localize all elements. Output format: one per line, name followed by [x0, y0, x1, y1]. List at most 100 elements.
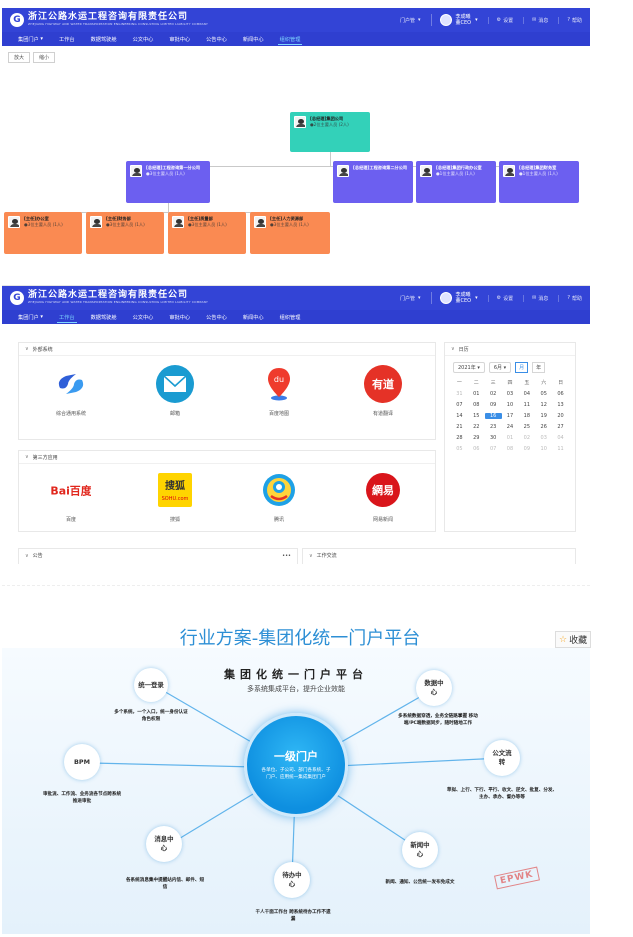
- calendar-day[interactable]: 30: [489, 435, 497, 441]
- calendar-day[interactable]: 10: [540, 446, 547, 452]
- user-menu[interactable]: 李成曦董CEO ▾: [430, 292, 478, 304]
- more-icon[interactable]: •••: [282, 552, 291, 559]
- calendar-day[interactable]: 01: [506, 435, 514, 441]
- chevron-down-icon[interactable]: ∨: [451, 346, 455, 352]
- calendar-day[interactable]: 15: [473, 413, 480, 419]
- year-view-button[interactable]: 年: [532, 362, 546, 373]
- calendar-day[interactable]: 29: [473, 435, 480, 441]
- user-menu[interactable]: 李成曦董CEO ▾: [430, 14, 478, 26]
- org-node-branch-2[interactable]: [总经理]工程咨询第二分公司: [333, 161, 413, 203]
- org-node-finance-dept[interactable]: [主任]财务部 ●3位主要人员 (1人): [86, 212, 164, 254]
- nav-notice-center[interactable]: 公告中心: [206, 36, 227, 43]
- month-select[interactable]: 6月 ▾: [488, 362, 512, 373]
- year-select[interactable]: 2021年 ▾: [453, 362, 485, 373]
- org-node-root[interactable]: [总经理]集团公司 ●2位主要人员 (2人): [290, 112, 370, 152]
- calendar-day[interactable]: 25: [523, 424, 531, 430]
- settings-button[interactable]: ⚙设置: [487, 16, 513, 24]
- chevron-down-icon[interactable]: ∨: [309, 552, 313, 559]
- calendar-day[interactable]: 09: [523, 446, 531, 452]
- company-logo[interactable]: G 浙江公路水运工程咨询有限责任公司 ZHEJIANG HIGHWAY AND …: [10, 291, 208, 305]
- nav-notice-center[interactable]: 公告中心: [206, 314, 227, 321]
- calendar-day[interactable]: 18: [523, 413, 531, 419]
- message-button[interactable]: ✉消息: [523, 294, 548, 302]
- calendar-day[interactable]: 10: [506, 402, 514, 408]
- org-node-office[interactable]: [主任]办公室 ●3位主要人员 (1人): [4, 212, 82, 254]
- zoom-out-button[interactable]: 缩小: [33, 52, 56, 63]
- nav-group-portal[interactable]: 集团门户 ▾: [18, 314, 44, 321]
- calendar-day[interactable]: 16: [484, 413, 502, 419]
- calendar-day[interactable]: 11: [523, 402, 531, 408]
- portal-select[interactable]: 门户管▾: [399, 17, 421, 24]
- calendar-day[interactable]: 09: [489, 402, 497, 408]
- calendar-day[interactable]: 28: [456, 435, 463, 441]
- calendar-day[interactable]: 22: [473, 424, 480, 430]
- nav-news-center[interactable]: 新闻中心: [242, 36, 264, 43]
- calendar-day[interactable]: 04: [557, 435, 564, 441]
- app-mail[interactable]: 邮箱: [135, 364, 215, 417]
- calendar-day[interactable]: 03: [540, 435, 547, 441]
- nav-data-cockpit[interactable]: 数据驾驶舱: [90, 36, 117, 43]
- org-node-branch-1[interactable]: [总经理]工程咨询第一分公司 ●3位主要人员 (1人): [126, 161, 210, 203]
- help-button[interactable]: ?帮助: [558, 16, 582, 24]
- app-youdao[interactable]: 有道 有道翻译: [343, 364, 423, 417]
- org-node-finance[interactable]: [总经理]集团财务室 ●1位主要人员 (1人): [499, 161, 579, 203]
- nav-approval-center[interactable]: 审批中心: [169, 36, 191, 43]
- app-baidu-map[interactable]: du 百度地图: [239, 364, 319, 417]
- company-logo[interactable]: G 浙江公路水运工程咨询有限责任公司 ZHEJIANG HIGHWAY AND …: [10, 13, 208, 27]
- calendar-day[interactable]: 27: [557, 424, 564, 430]
- calendar-day[interactable]: 23: [489, 424, 497, 430]
- calendar-day[interactable]: 12: [540, 402, 547, 408]
- favorite-button[interactable]: ☆收藏: [555, 631, 592, 648]
- zoom-in-button[interactable]: 放大: [8, 52, 31, 63]
- org-node-admin-office[interactable]: [总经理]集团行政办公室 ●1位主要人员 (1人): [416, 161, 496, 203]
- chevron-down-icon[interactable]: ∨: [25, 552, 29, 559]
- calendar-day[interactable]: 05: [540, 391, 547, 397]
- calendar-day[interactable]: 02: [523, 435, 531, 441]
- app-baidu[interactable]: Bai百度 百度: [31, 470, 111, 523]
- nav-workbench[interactable]: 工作台: [59, 36, 75, 43]
- calendar-day[interactable]: 21: [456, 424, 463, 430]
- nav-org-management[interactable]: 组织管理: [279, 314, 301, 321]
- calendar-day[interactable]: 01: [473, 391, 480, 397]
- calendar-day[interactable]: 17: [506, 413, 514, 419]
- calendar-day[interactable]: 05: [456, 446, 463, 452]
- nav-workbench[interactable]: 工作台: [51, 310, 83, 324]
- calendar-day[interactable]: 03: [506, 391, 514, 397]
- calendar-day[interactable]: 07: [456, 402, 463, 408]
- nav-news-center[interactable]: 新闻中心: [242, 314, 264, 321]
- nav-document-center[interactable]: 公文中心: [132, 36, 154, 43]
- calendar-day[interactable]: 06: [557, 391, 564, 397]
- org-node-quality-dept[interactable]: [主任]质量部 ●3位主要人员 (1人): [168, 212, 246, 254]
- calendar-day[interactable]: 07: [489, 446, 497, 452]
- calendar-day[interactable]: 04: [523, 391, 531, 397]
- calendar-day[interactable]: 06: [473, 446, 480, 452]
- chevron-down-icon[interactable]: ∨: [25, 454, 29, 460]
- calendar-day[interactable]: 20: [557, 413, 564, 419]
- month-view-button[interactable]: 月: [515, 362, 529, 373]
- calendar-day[interactable]: 08: [506, 446, 514, 452]
- app-tencent[interactable]: 腾讯: [239, 470, 319, 523]
- calendar-day[interactable]: 31: [456, 391, 463, 397]
- calendar-day[interactable]: 08: [473, 402, 480, 408]
- calendar-day[interactable]: 19: [540, 413, 547, 419]
- nav-data-cockpit[interactable]: 数据驾驶舱: [90, 314, 117, 321]
- org-node-hr-dept[interactable]: [主任]人力资源部 ●3位主要人员 (1人): [250, 212, 330, 254]
- nav-group-portal[interactable]: 集团门户 ▾: [18, 36, 44, 43]
- message-button[interactable]: ✉消息: [523, 16, 548, 24]
- calendar-day[interactable]: 14: [456, 413, 463, 419]
- calendar-day[interactable]: 13: [557, 402, 564, 408]
- settings-button[interactable]: ⚙设置: [487, 294, 513, 302]
- app-netease-news[interactable]: 網易 网易新闻: [343, 470, 423, 523]
- calendar-day[interactable]: 24: [506, 424, 514, 430]
- nav-document-center[interactable]: 公文中心: [132, 314, 154, 321]
- help-button[interactable]: ?帮助: [558, 294, 582, 302]
- calendar-day[interactable]: 11: [557, 446, 564, 452]
- app-general-system[interactable]: 综合通用系统: [31, 364, 111, 417]
- portal-select[interactable]: 门户管▾: [399, 295, 421, 302]
- calendar-day[interactable]: 02: [489, 391, 497, 397]
- calendar-day[interactable]: 26: [540, 424, 547, 430]
- chevron-down-icon[interactable]: ∨: [25, 346, 29, 352]
- nav-approval-center[interactable]: 审批中心: [169, 314, 191, 321]
- nav-org-management[interactable]: 组织管理: [272, 32, 309, 46]
